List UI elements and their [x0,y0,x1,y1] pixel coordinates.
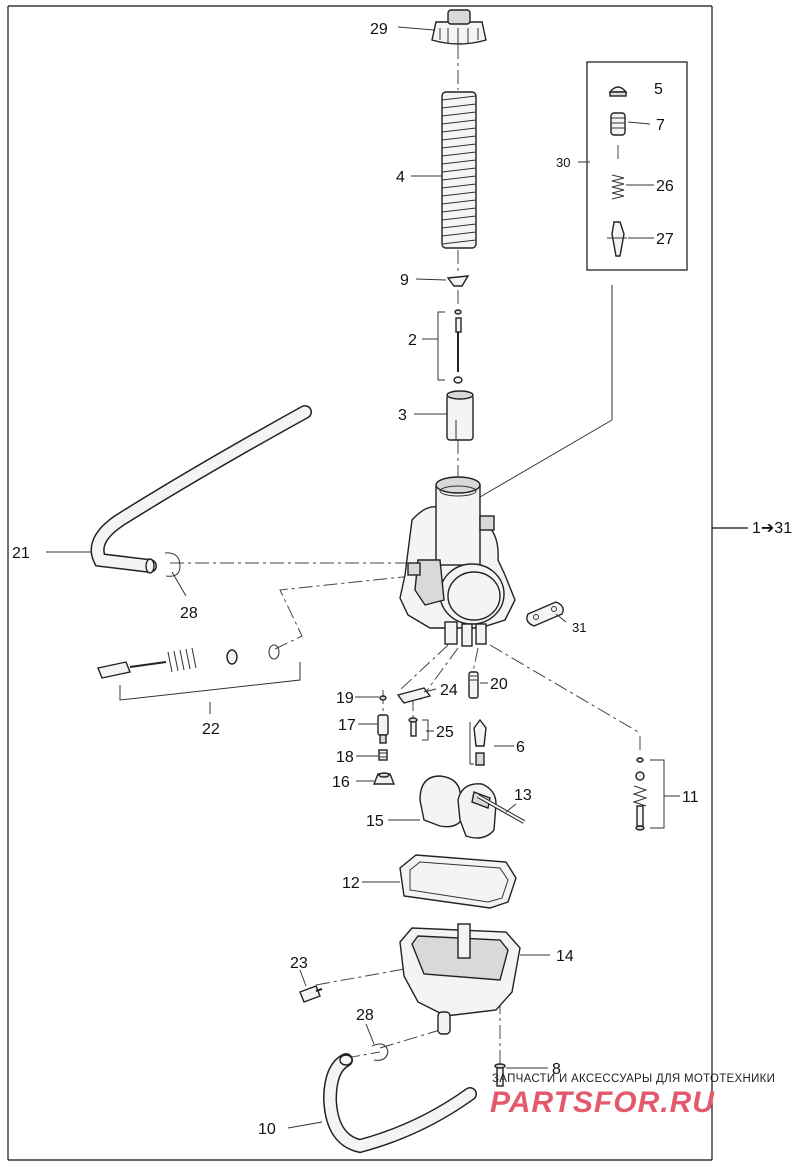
callout-15: 15 [366,813,384,830]
part-11-screw-stack [632,757,648,831]
callout-29: 29 [370,21,388,38]
part-31-gasket [526,601,564,627]
part-6-needle-valve [469,718,487,766]
part-15-float [419,775,497,839]
callout-28-lower: 28 [356,1007,374,1024]
diagram-frame: 1➔31 [7,5,792,1161]
callout-16: 16 [332,774,350,791]
watermark-logo: PARTSFOR.RU [490,1086,715,1119]
callout-3: 3 [398,407,407,424]
part-4-spring [441,91,477,249]
part-8-screw [494,1063,506,1087]
callout-26: 26 [656,178,674,195]
callout-27: 27 [656,231,674,248]
callout-22: 22 [202,721,220,738]
part-28-clamp-lower [371,1043,389,1061]
inset-box-30 [586,61,688,271]
leader-lines [46,26,680,1129]
callout-19: 19 [336,690,354,707]
carburetor-body [399,476,516,647]
callout-10: 10 [258,1121,276,1138]
parts-19-17-18-16 [372,695,396,785]
part-21-hose [90,405,312,574]
callout-4: 4 [396,169,405,186]
part-20-jet [468,671,479,699]
callout-20: 20 [490,676,508,693]
part-9-retainer [446,275,470,287]
callout-8: 8 [552,1061,561,1078]
callout-18: 18 [336,749,354,766]
callout-24: 24 [440,682,458,699]
parts-24-25 [396,687,432,741]
callout-31: 31 [572,620,586,635]
callout-labels: 29 4 9 2 3 5 7 30 26 27 21 28 31 22 19 2… [12,21,699,1138]
callout-30: 30 [556,155,570,170]
callout-28-upper: 28 [180,605,198,622]
callout-14: 14 [556,948,574,965]
callout-23: 23 [290,955,308,972]
callout-2: 2 [408,332,417,349]
callout-6: 6 [516,739,525,756]
callout-17: 17 [338,717,356,734]
part-2-needle [437,309,463,384]
callout-21: 21 [12,545,30,562]
callout-12: 12 [342,875,360,892]
part-14-float-bowl [399,923,521,1035]
part-13-float-pin [477,794,525,824]
callout-25: 25 [436,724,454,741]
callout-9: 9 [400,272,409,289]
range-label: 1➔31 [752,520,792,537]
part-12-bowl-gasket [399,854,517,909]
assembly-lines [170,45,641,1065]
part-3-slide [446,390,474,441]
part-10-hose [322,1053,477,1154]
part-29-cap [431,9,487,45]
watermark-tagline: ЗАПЧАСТИ И АКСЕССУАРЫ ДЛЯ МОТОТЕХНИКИ [492,1073,775,1085]
part-28-clamp-upper [164,552,181,577]
callout-7: 7 [656,117,665,134]
callout-5: 5 [654,81,663,98]
callout-11: 11 [682,789,699,806]
callout-13: 13 [514,787,532,804]
watermark: ЗАПЧАСТИ И АКСЕССУАРЫ ДЛЯ МОТОТЕХНИКИ PA… [490,1073,775,1119]
part-23-drain-screw [299,985,323,1003]
part-22-screw-assembly [97,644,301,701]
